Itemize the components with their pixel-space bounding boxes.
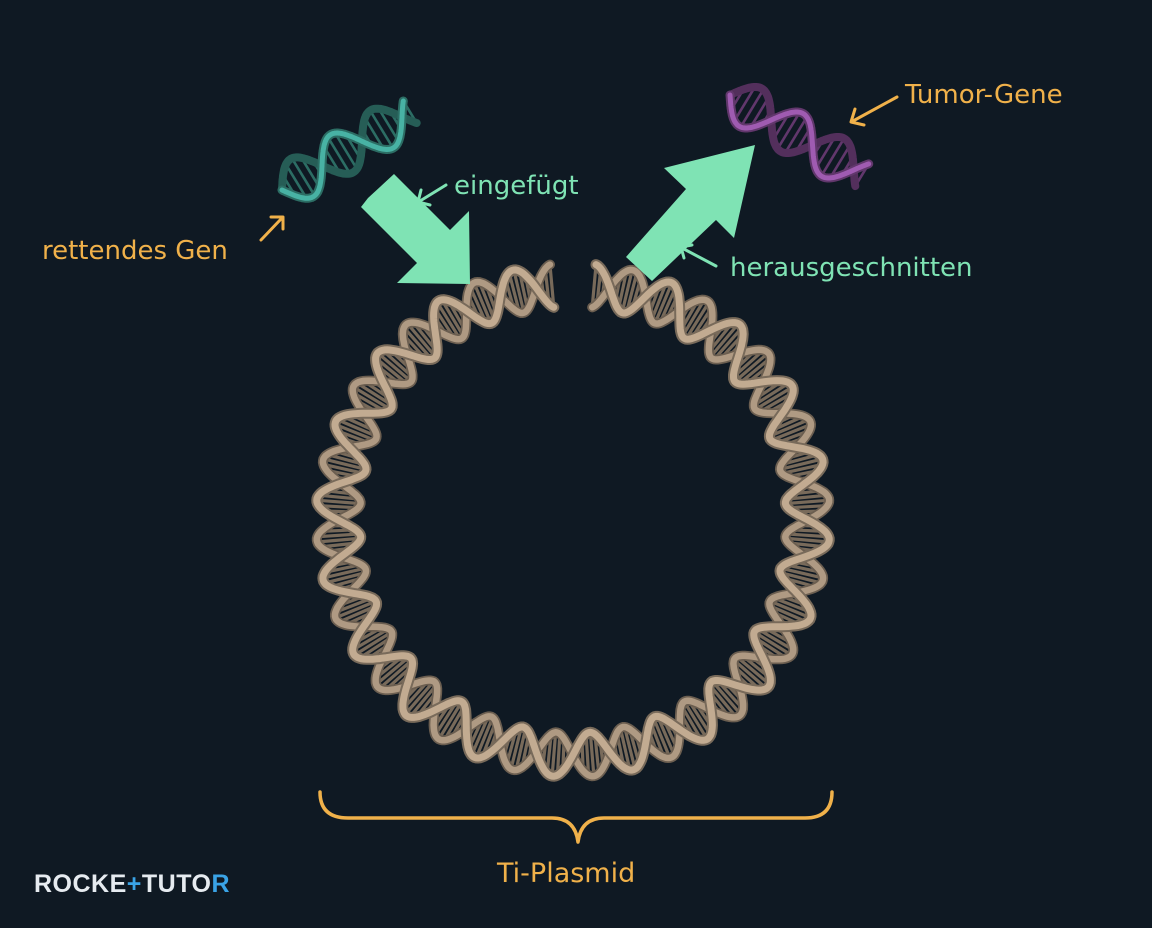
brand-logo: ROCKE+TUTOR <box>34 870 231 898</box>
pointer-arrow-rescue <box>259 215 285 242</box>
plasmid-strand-front <box>311 259 835 782</box>
excise-arrow <box>626 145 755 281</box>
pointer-arrow-inserted <box>416 183 448 207</box>
pointer-arrow-tumor <box>849 95 899 127</box>
label-tumor-genes: Tumor-Gene <box>904 80 1063 110</box>
label-excised: herausgeschnitten <box>730 253 973 283</box>
label-ti-plasmid: Ti-Plasmid <box>496 858 635 889</box>
ti-plasmid-ring <box>311 259 835 782</box>
insert-arrow <box>361 174 470 284</box>
plasmid-brace <box>318 790 834 844</box>
label-inserted: eingefügt <box>454 171 579 201</box>
tumor-gene-dna <box>725 83 874 191</box>
plasmid-base-pairs <box>315 263 831 778</box>
rescue-gene-dna <box>277 96 421 203</box>
label-rescue-gene: rettendes Gen <box>42 236 228 266</box>
pointer-arrow-excised <box>679 243 718 268</box>
plasmid-strand-back <box>311 259 835 782</box>
